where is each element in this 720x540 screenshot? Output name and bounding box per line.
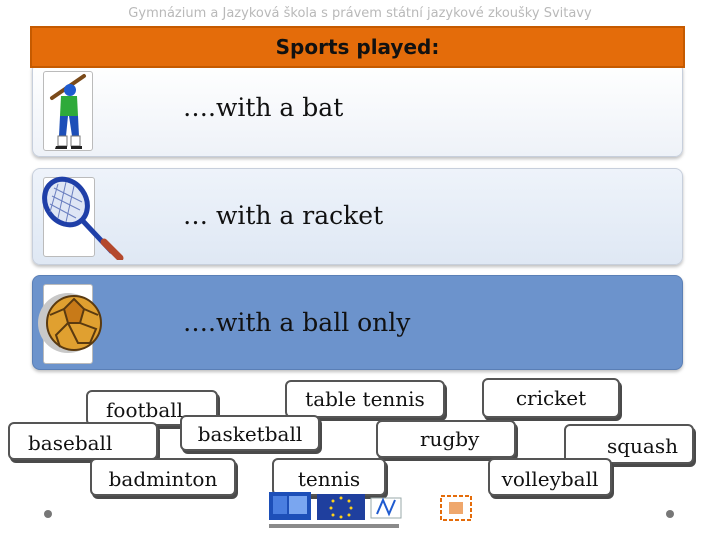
school-header: Gymnázium a Jazyková škola s právem stát… <box>128 6 592 21</box>
word-card-squash[interactable]: squash <box>564 424 694 464</box>
word-card-volleyball[interactable]: volleyball <box>488 458 612 496</box>
panel-ball: ….with a ball only <box>32 275 683 370</box>
word-card-rugby[interactable]: rugby <box>376 420 516 458</box>
tennis-racket-icon <box>42 176 124 260</box>
corner-dot-right <box>666 510 674 518</box>
word-card-tennis[interactable]: tennis <box>272 458 386 496</box>
word-card-table-tennis[interactable]: table tennis <box>285 380 445 418</box>
panel-bat: ….with a bat <box>32 62 683 157</box>
footer-logos <box>265 488 485 528</box>
word-card-football[interactable]: football <box>86 390 218 426</box>
panel-ball-text: ….with a ball only <box>183 308 411 337</box>
corner-dot-left <box>44 510 52 518</box>
baseball-player-icon <box>43 71 93 151</box>
slide-title: Sports played: <box>30 26 685 68</box>
word-card-cricket[interactable]: cricket <box>482 378 620 418</box>
word-card-badminton[interactable]: badminton <box>90 458 236 496</box>
word-card-baseball[interactable]: baseball <box>8 422 158 460</box>
panel-racket-text: … with a racket <box>183 201 384 230</box>
word-card-basketball[interactable]: basketball <box>180 415 320 451</box>
panel-racket: … with a racket <box>32 168 683 265</box>
handball-icon <box>38 284 102 364</box>
panel-bat-text: ….with a bat <box>183 93 344 122</box>
